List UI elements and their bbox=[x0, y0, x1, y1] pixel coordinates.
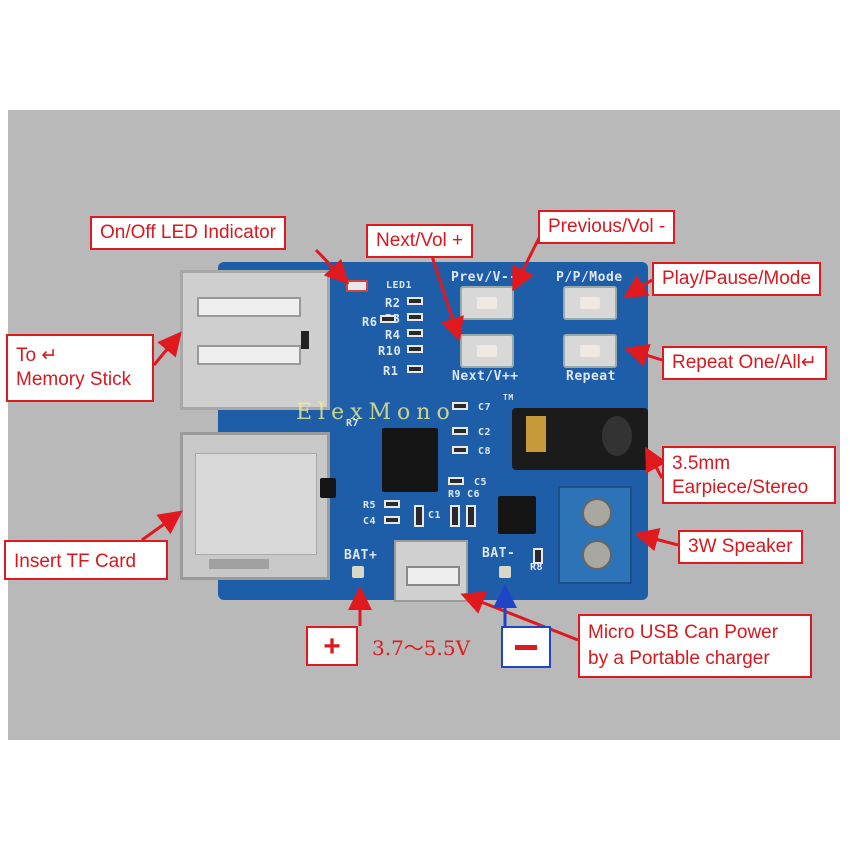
arrow-next bbox=[430, 255, 464, 342]
silk-r5: R5 bbox=[363, 500, 377, 511]
small-chip bbox=[320, 478, 336, 498]
smd-c5 bbox=[448, 477, 464, 485]
battery-plus-sign: + bbox=[306, 626, 358, 666]
smd-r9 bbox=[450, 505, 460, 527]
silk-c6: C6 bbox=[467, 489, 481, 500]
silk-r10: R10 bbox=[378, 344, 402, 358]
label-earpiece: 3.5mm Earpiece/Stereo bbox=[662, 446, 836, 504]
silk-c4: C4 bbox=[363, 516, 377, 527]
smd-r8 bbox=[533, 548, 543, 564]
arrow-repeat bbox=[624, 343, 663, 367]
label-repeat: Repeat One/All↵ bbox=[662, 346, 827, 380]
amplifier-chip bbox=[498, 496, 536, 534]
smd-c1 bbox=[414, 505, 424, 527]
silk-next: Next/V++ bbox=[452, 369, 519, 384]
arrow-tfcard bbox=[141, 510, 183, 542]
bat-plus-pad bbox=[352, 566, 364, 578]
silk-r9: R9 bbox=[448, 489, 462, 500]
silk-r6: R6 bbox=[362, 315, 378, 329]
label-earpiece-line2: Earpiece/Stereo bbox=[672, 477, 809, 498]
smd-r1 bbox=[407, 365, 423, 373]
label-next-vol: Next/Vol + bbox=[366, 224, 474, 258]
silk-r7: R7 bbox=[346, 418, 360, 429]
silk-prev: Prev/V-- bbox=[451, 270, 518, 285]
micro-usb-port bbox=[394, 540, 468, 602]
speaker-terminal bbox=[558, 486, 632, 584]
label-usb-line1: Micro USB Can Power bbox=[588, 622, 779, 643]
arrow-speaker bbox=[634, 527, 679, 552]
label-usb-line2: by a Portable charger bbox=[588, 648, 770, 669]
arrow-usb bbox=[460, 591, 579, 642]
label-led-indicator: On/Off LED Indicator bbox=[90, 216, 287, 250]
silk-tm: TM bbox=[503, 393, 514, 402]
label-memory-line2: Memory Stick bbox=[16, 369, 132, 390]
play-pause-mode-button[interactable] bbox=[563, 286, 617, 320]
silk-led1: LED1 bbox=[386, 280, 413, 291]
repeat-button[interactable] bbox=[563, 334, 617, 368]
silk-r8: R8 bbox=[530, 562, 544, 573]
label-speaker: 3W Speaker bbox=[678, 530, 803, 564]
watermark-text: ElexMono bbox=[296, 400, 456, 425]
arrow-led bbox=[314, 248, 350, 285]
silk-c8: C8 bbox=[478, 446, 492, 457]
led-indicator bbox=[346, 280, 368, 292]
prev-vol-down-button[interactable] bbox=[460, 286, 514, 320]
label-micro-usb: Micro USB Can Power by a Portable charge… bbox=[578, 614, 812, 678]
smd-c6 bbox=[466, 505, 476, 527]
smd-r4 bbox=[407, 329, 423, 337]
battery-minus-sign bbox=[501, 626, 551, 668]
silk-repeat: Repeat bbox=[566, 369, 616, 384]
silk-bat-minus: BAT- bbox=[482, 546, 516, 561]
minus-bar bbox=[515, 645, 537, 650]
silk-c5: C5 bbox=[474, 477, 488, 488]
arrow-prev bbox=[512, 235, 542, 292]
headphone-jack bbox=[512, 408, 648, 470]
smd-r10 bbox=[407, 345, 423, 353]
tf-card-slot bbox=[180, 432, 330, 580]
arrow-earpiece bbox=[645, 446, 668, 479]
smd-r2 bbox=[407, 297, 423, 305]
label-play-pause: Play/Pause/Mode bbox=[652, 262, 821, 296]
silk-r2: R2 bbox=[385, 296, 401, 310]
smd-c8 bbox=[452, 446, 468, 454]
smd-c2 bbox=[452, 427, 468, 435]
next-vol-up-button[interactable] bbox=[460, 334, 514, 368]
label-prev-vol: Previous/Vol - bbox=[538, 210, 676, 244]
label-earpiece-line1: 3.5mm bbox=[672, 453, 731, 474]
smd-c7 bbox=[452, 402, 468, 410]
voltage-range: 3.7～5.5V bbox=[372, 636, 471, 660]
smd-r5 bbox=[384, 500, 400, 508]
silk-c2: C2 bbox=[478, 427, 492, 438]
bat-minus-pad bbox=[499, 566, 511, 578]
silk-c7: C7 bbox=[478, 402, 492, 413]
arrow-memory bbox=[152, 331, 182, 366]
smd-c4 bbox=[384, 516, 400, 524]
smd-r6 bbox=[380, 315, 396, 323]
label-tf-card: Insert TF Card bbox=[4, 540, 168, 580]
decoder-chip bbox=[382, 428, 438, 492]
silk-r1: R1 bbox=[383, 364, 399, 378]
silk-pp-mode: P/P/Mode bbox=[556, 270, 623, 285]
silk-r4: R4 bbox=[385, 328, 401, 342]
label-memory-line1: To ↵ bbox=[16, 345, 58, 366]
silk-bat-plus: BAT+ bbox=[344, 548, 378, 563]
label-memory-stick: To ↵ Memory Stick bbox=[6, 334, 154, 402]
smd-r3 bbox=[407, 313, 423, 321]
silk-c1: C1 bbox=[428, 510, 442, 521]
arrow-play bbox=[622, 275, 653, 299]
